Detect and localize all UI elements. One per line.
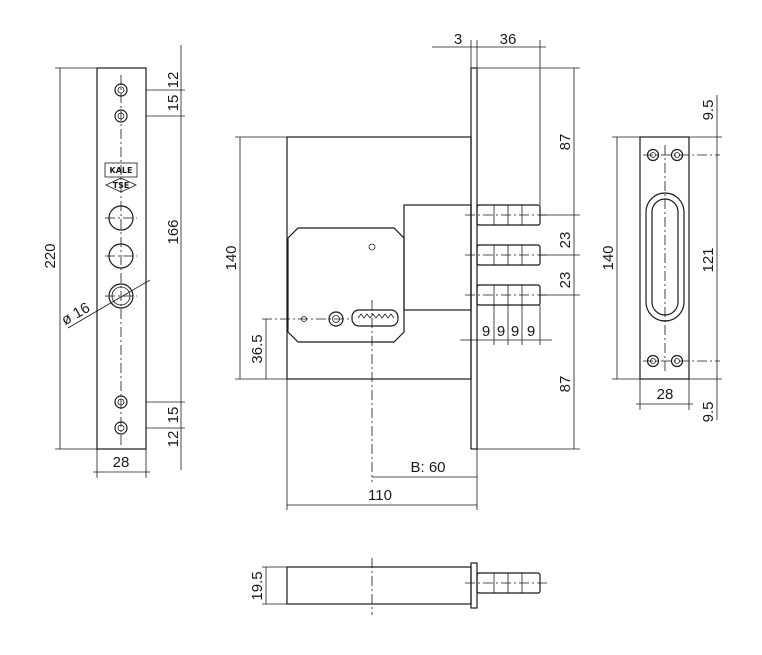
lock-body-view: 3 36 87 23 23 87 140 36.5 9 9 9 [223, 31, 580, 510]
dim-cylinder-diameter: ø 16 [59, 299, 93, 329]
dim-front-top-12: 12 [165, 72, 182, 89]
dim-front-plate-width: 28 [113, 454, 130, 471]
dim-case-height: 140 [223, 245, 240, 270]
strike-plate-view: 140 9.5 121 9.5 28 [600, 95, 722, 422]
dim-bottom-offset: 87 [557, 376, 574, 393]
dim-front-bottom-12: 12 [165, 431, 182, 448]
bolt-housing [403, 204, 472, 311]
strike-plate-outline [639, 136, 690, 380]
dim-strike-bottom: 9.5 [700, 402, 717, 423]
dim-bolt-segments: 9 9 9 9 [460, 305, 552, 345]
dim-strike-width: 28 [657, 386, 674, 403]
dim-top-offset: 87 [557, 134, 574, 151]
front-plate-outline [96, 67, 147, 450]
front-plate-view: KALE TSE 220 12 15 166 15 12 [42, 45, 185, 478]
lock-mechanism-plate [287, 227, 405, 343]
dim-front-plate-height: 220 [42, 243, 59, 268]
dim-bolt-segment-3: 9 [511, 323, 519, 340]
dim-plate-thickness: 3 [454, 31, 462, 48]
bottom-faceplate [470, 562, 478, 609]
dim-line-diameter [67, 279, 151, 329]
dim-bolt-pitch-1: 23 [557, 232, 574, 249]
dim-front-bottom-15: 15 [165, 407, 182, 424]
bottom-case-outline [286, 566, 472, 605]
dim-front-top-15: 15 [165, 95, 182, 112]
dim-bolt-pitch-2: 23 [557, 272, 574, 289]
dim-key-height: 36.5 [249, 334, 266, 363]
dim-front-holes-166: 166 [165, 219, 182, 244]
dim-strike-height: 140 [600, 245, 617, 270]
dim-bolt-segment-4: 9 [527, 323, 535, 340]
bottom-view: 19.5 [249, 558, 550, 615]
dim-bottom-thickness: 19.5 [249, 571, 266, 600]
lock-case [286, 136, 472, 380]
dim-bolt-projection: 36 [500, 31, 517, 48]
lock-faceplate [470, 67, 478, 450]
key-slot [351, 309, 399, 327]
dim-strike-slot: 121 [700, 247, 717, 272]
dim-bolt-segment-2: 9 [497, 323, 505, 340]
dim-case-depth: 110 [368, 487, 392, 504]
dim-strike-top: 9.5 [700, 100, 717, 121]
lock-bolts [465, 204, 550, 306]
dim-bolt-segment-1: 9 [482, 323, 490, 340]
dim-backset: B: 60 [410, 459, 445, 476]
